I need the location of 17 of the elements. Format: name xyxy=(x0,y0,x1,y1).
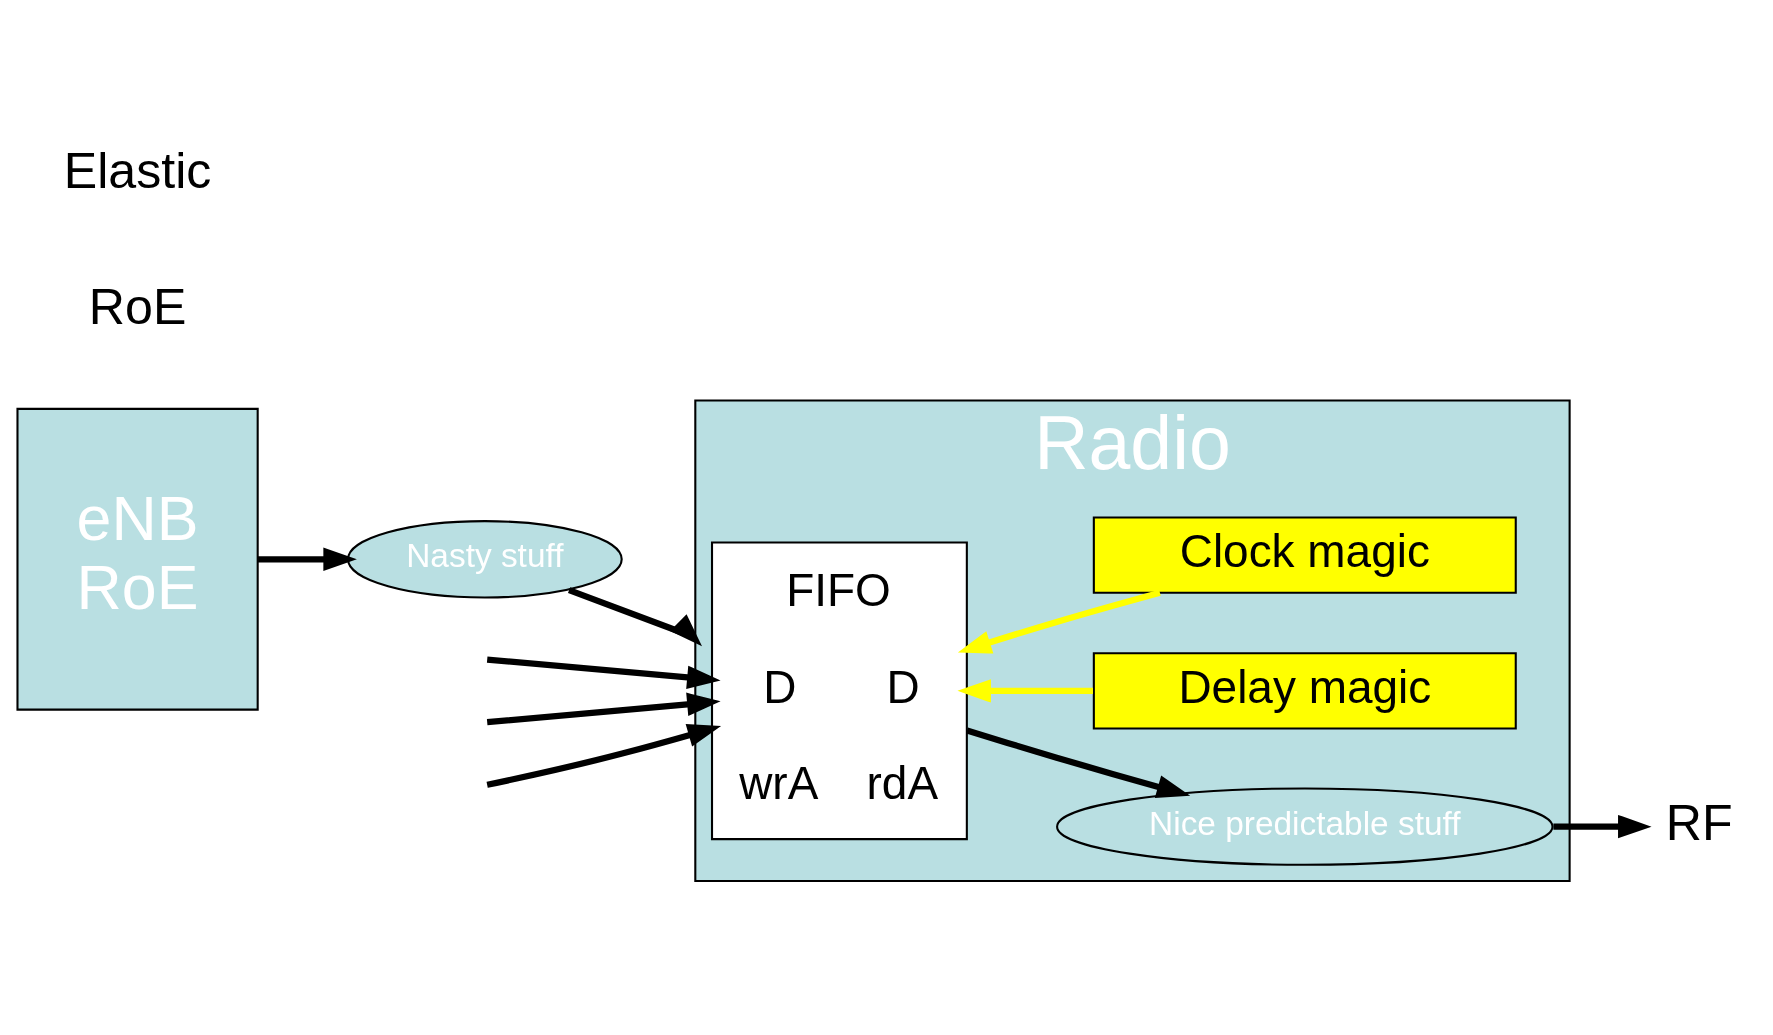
arrow xyxy=(957,589,1161,654)
arrow xyxy=(957,679,1093,703)
node-ellipse: Nasty stuff xyxy=(346,520,623,599)
node-text: RF xyxy=(1665,794,1733,851)
node-ellipse: Nice predictable stuff xyxy=(1056,787,1554,866)
label: Elastic xyxy=(63,142,212,199)
arrow xyxy=(486,656,721,690)
arrow xyxy=(486,692,721,726)
arrow xyxy=(568,587,703,647)
arrow xyxy=(1553,814,1652,839)
arrow xyxy=(966,727,1191,799)
node-box: Delay magic xyxy=(1092,652,1517,730)
label: RoE xyxy=(88,278,187,335)
arrow xyxy=(486,724,722,788)
arrow xyxy=(257,547,357,571)
node-box: eNB RoE xyxy=(16,407,259,711)
node-box: Clock magic xyxy=(1092,516,1517,594)
